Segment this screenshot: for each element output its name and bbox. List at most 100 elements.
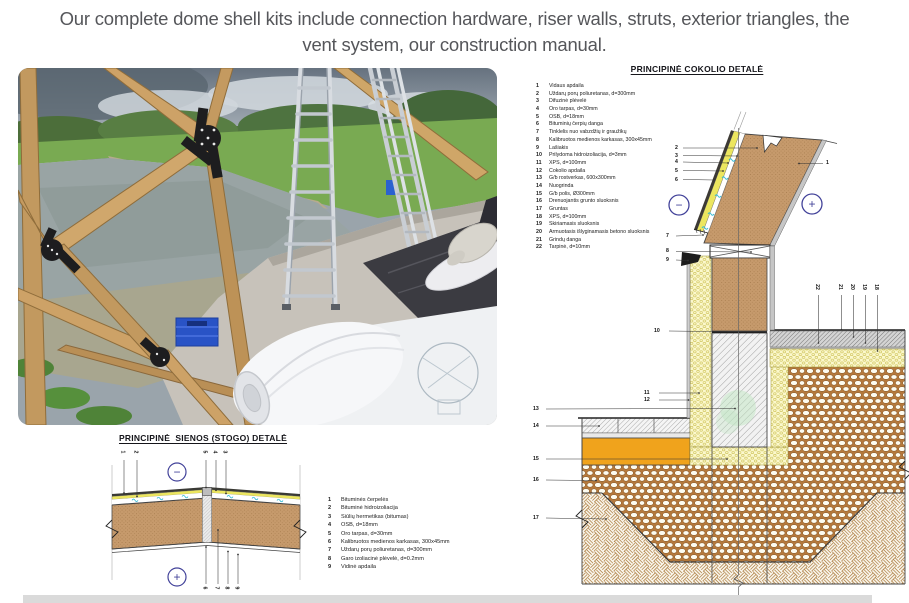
construction-photo xyxy=(18,68,497,425)
legend-number: 20 xyxy=(536,229,542,236)
legend-row: 4 Oro tarpas, d=30mm xyxy=(536,106,652,114)
legend-text: XPS, d=100mm xyxy=(549,159,587,166)
legend-number: 13 xyxy=(536,175,542,182)
legend-number: 5 xyxy=(328,530,332,537)
legend-number: 3 xyxy=(536,98,539,105)
callout-dots xyxy=(123,486,239,556)
legend-number: 19 xyxy=(536,221,542,228)
sienos-detail-figure: PRINCIPINĖ SIENOS (STOGO) DETALĖ 1 Bitum… xyxy=(60,430,520,603)
ridge-sealant-block xyxy=(201,487,213,496)
legend-number: 1 xyxy=(328,497,332,503)
legend-row: 18 XPS, d=100mm xyxy=(536,214,652,222)
legend-text: Skiriamasis sluoksnis xyxy=(549,221,600,228)
sienos-drawing xyxy=(105,460,307,587)
legend-text: XPS, d=100mm xyxy=(549,213,587,220)
legend-row: 17 Gruntas xyxy=(536,206,652,214)
next-section-edge xyxy=(23,595,872,603)
legend-number: 8 xyxy=(536,136,539,143)
legend-row: 1 Bituminės čerpelės xyxy=(328,496,450,504)
legend-number: 6 xyxy=(536,121,539,128)
minus-symbol: − xyxy=(173,464,181,479)
legend-number: 2 xyxy=(328,505,332,512)
legend-row: 19 Skiriamasis sluoksnis xyxy=(536,221,652,229)
legend-row: 3 Siūlių hermetikas (bitumas) xyxy=(328,513,450,521)
apron-nuogrinda xyxy=(578,417,691,466)
warm-side-circle xyxy=(167,567,187,587)
legend-row: 1 Vidaus apdaila xyxy=(536,83,652,91)
legend-number: 2 xyxy=(536,90,539,97)
legend-text: Gruntas xyxy=(549,206,568,212)
ridge-stud xyxy=(202,495,212,543)
legend-text: Prilydoma hidroizoliacija, d=3mm xyxy=(549,152,627,159)
legend-number: 4 xyxy=(536,106,539,113)
legend-text: Kalibruotos medienos karkasas, 300x45mm xyxy=(549,136,652,143)
legend-number: 18 xyxy=(536,213,542,220)
photo-art xyxy=(18,68,497,425)
gloved-hand xyxy=(447,196,497,266)
warm-side-circle xyxy=(801,193,823,215)
legend-text: G/b polis, Ø300mm xyxy=(549,190,595,197)
cokolio-drawing xyxy=(545,111,909,597)
legend-text: Kalibruotos medienos karkasas, 300x45mm xyxy=(341,538,450,545)
cold-side-circle xyxy=(167,462,187,482)
legend-text: Lašiakis xyxy=(549,144,569,151)
legend-text: G/b rostverkas, 600x300mm xyxy=(549,175,616,182)
plinth-wall xyxy=(711,257,768,332)
roof-slab xyxy=(105,487,307,553)
legend-row: 7 Tinklelis nuo vabzdžių ir graužikų xyxy=(536,129,652,137)
legend-row: 9 Lašiakis xyxy=(536,145,652,153)
legend-number: 1 xyxy=(536,83,539,89)
drainage-layer xyxy=(582,367,905,562)
drip-edge xyxy=(681,252,701,266)
legend-number: 9 xyxy=(328,564,332,571)
legend-row: 5 OSB, d=18mm xyxy=(536,114,652,122)
legend-text: Garo izoliacinė plėvelė, d=0.2mm xyxy=(341,555,424,562)
minus-symbol: − xyxy=(675,197,683,212)
callout-dots xyxy=(595,147,879,520)
legend-number: 7 xyxy=(536,129,539,136)
legend-row: 6 Bituminių čerpių danga xyxy=(536,121,652,129)
legend-row: 12 Cokolio apdaila xyxy=(536,168,652,176)
connector-plates xyxy=(40,107,223,367)
grass-field xyxy=(18,118,497,218)
legend-text: Difuzinė plėvelė xyxy=(549,98,587,105)
legend-number: 7 xyxy=(328,547,332,554)
legend-row: 7 Uždarų porų poliuretanas, d=300mm xyxy=(328,546,450,554)
legend-number: 6 xyxy=(328,538,332,545)
cokolio-title: PRINCIPINĖ COKOLIO DETALĖ xyxy=(630,64,764,74)
legend-text: OSB, d=18mm xyxy=(549,113,584,120)
plinth-finish xyxy=(686,255,691,419)
legend-number: 12 xyxy=(536,167,542,174)
legend-row: 9 Vidinė apdaila xyxy=(328,563,450,571)
legend-number: 4 xyxy=(328,522,332,529)
legend-text: Vidinė apdaila xyxy=(341,564,377,571)
sand-layer xyxy=(581,437,691,466)
legend-number: 9 xyxy=(536,144,539,151)
ladder-front xyxy=(282,68,340,310)
legend-text: Grindų danga xyxy=(549,236,582,243)
blueprint-roll xyxy=(233,241,497,425)
legend-number: 22 xyxy=(536,244,542,251)
legend-row: 15 G/b polis, Ø300mm xyxy=(536,191,652,199)
legend-text: Bituminių čerpių danga xyxy=(549,121,603,128)
cokolio-legend: 1 Vidaus apdaila 2 Uždarų porų poliureta… xyxy=(536,83,652,252)
legend-text: Drenuojantis grunto sluoksnis xyxy=(549,198,619,205)
legend-text: Armuotasis išlyginamasis betono sluoksni… xyxy=(549,229,650,236)
legend-number: 5 xyxy=(536,113,539,120)
legend-text: Cokolio apdaila xyxy=(549,167,586,174)
legend-text: Tinklelis nuo vabzdžių ir graužikų xyxy=(549,129,627,136)
legend-text: Bituminės čerpelės xyxy=(341,497,389,503)
cokolio-detail-figure: PRINCIPINĖ COKOLIO DETALĖ 1 Vidaus apdai… xyxy=(530,62,909,603)
legend-row: 8 Kalibruotos medienos karkasas, 300x45m… xyxy=(536,137,652,145)
legend-row: 14 Nuogrinda xyxy=(536,183,652,191)
legend-row: 6 Kalibruotos medienos karkasas, 300x45m… xyxy=(328,538,450,546)
legend-row: 22 Tarpinė, d=10mm xyxy=(536,244,652,252)
legend-number: 14 xyxy=(536,182,542,189)
air-gap-marks xyxy=(131,494,284,503)
cold-side-circle xyxy=(668,194,690,216)
air-gap-marks xyxy=(701,158,736,230)
blue-canister xyxy=(386,180,397,195)
intro-text: Our complete dome shell kits include con… xyxy=(0,6,909,58)
legend-row: 2 Bituminė hidroizoliacija xyxy=(328,504,450,512)
